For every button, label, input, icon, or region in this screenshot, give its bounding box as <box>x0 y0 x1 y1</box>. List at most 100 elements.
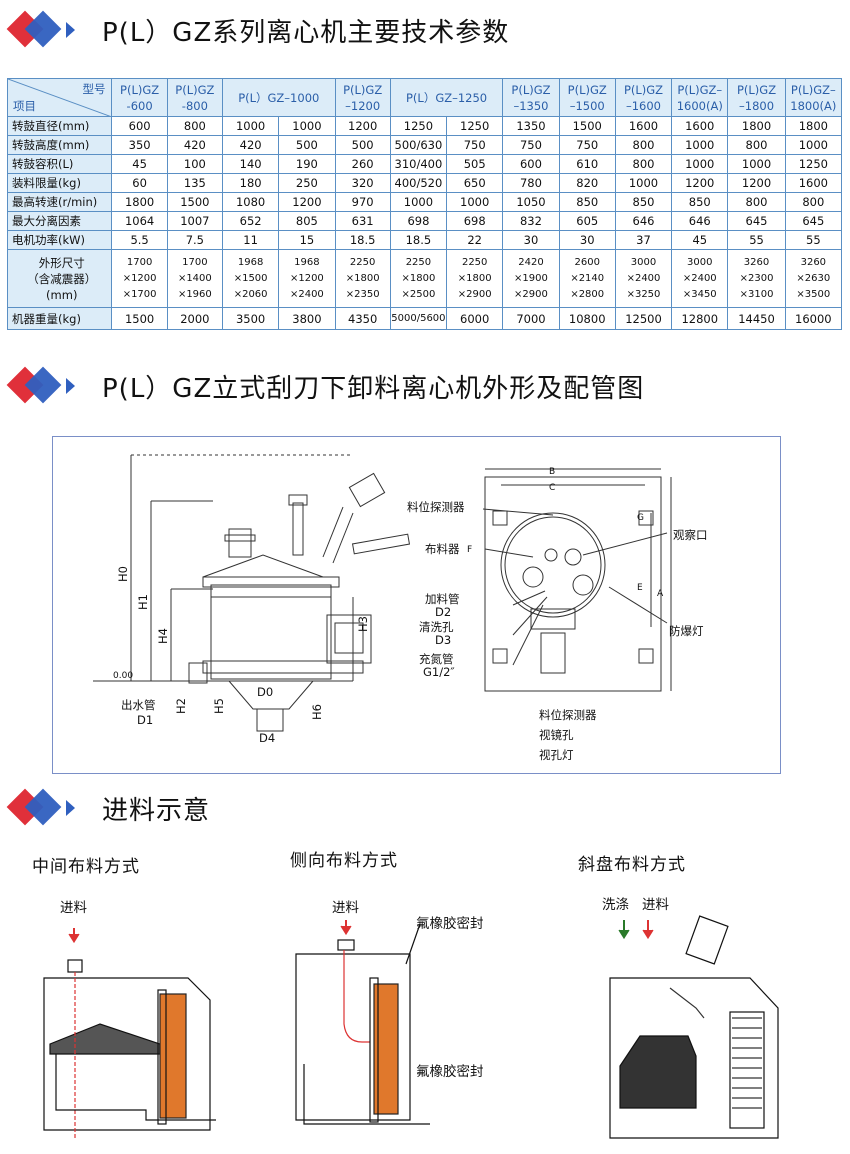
row-label: 转鼓直径(mm) <box>6 116 113 136</box>
table-cell: 250 <box>278 173 336 193</box>
table-cell: 1968 ×1200 ×2400 <box>278 249 336 308</box>
model-header: P(L)GZ –1600 <box>614 78 673 117</box>
table-cell: 320 <box>334 173 391 193</box>
table-cell: 650 <box>446 173 504 193</box>
explosion-lamp-label: 防爆灯 <box>669 624 704 638</box>
table-cell: 1000 <box>784 135 843 155</box>
table-cell: 45 <box>671 230 729 250</box>
section-header-specs: P(L）GZ系列离心机主要技术参数 <box>6 10 509 50</box>
table-cell: 1007 <box>166 211 223 231</box>
table-cell: 1600 <box>784 173 843 193</box>
d3-label: D3 <box>435 633 452 647</box>
section-title: 进料示意 <box>102 795 211 826</box>
bottom-label: 视镜孔 <box>539 728 574 742</box>
section-title: P(L）GZ系列离心机主要技术参数 <box>102 17 510 48</box>
dim-label: H5 <box>211 698 226 714</box>
section-title: P(L）GZ立式刮刀下卸料离心机外形及配管图 <box>102 373 645 404</box>
bottom-label: 料位探测器 <box>539 708 597 722</box>
row-label: 转鼓容积(L) <box>6 154 113 174</box>
table-cell: 1200 <box>727 173 786 193</box>
table-cell: 1600 <box>671 116 729 136</box>
feed-method-incline-title: 斜盘布料方式 <box>578 855 686 875</box>
table-cell: 750 <box>502 135 560 155</box>
table-cell: 500 <box>334 135 391 155</box>
table-cell: 2000 <box>166 307 223 330</box>
table-cell: 5.5 <box>111 230 168 250</box>
table-cell: 16000 <box>784 307 843 330</box>
g12-label: G1/2″ <box>423 665 455 679</box>
table-cell: 10800 <box>558 307 616 330</box>
seal-bottom-label: 氟橡胶密封 <box>416 1064 484 1080</box>
model-header: P(L）GZ–1000 <box>221 78 336 117</box>
table-cell: 30 <box>558 230 616 250</box>
table-cell: 631 <box>334 211 391 231</box>
row-label: 装料限量(kg) <box>6 173 113 193</box>
table-cell: 3000 ×2400 ×3450 <box>671 249 729 308</box>
model-header: P(L）GZ–1250 <box>389 78 504 117</box>
elevation-label: 0.00 <box>113 671 134 681</box>
table-cell: 652 <box>221 211 280 231</box>
table-cell: 750 <box>446 135 504 155</box>
table-cell: 800 <box>166 116 223 136</box>
row-label: 外形尺寸 （含减震器） (mm) <box>6 249 113 308</box>
table-cell: 1000 <box>278 116 336 136</box>
table-cell: 5000/5600 <box>389 307 448 330</box>
table-cell: 3260 ×2630 ×3500 <box>784 249 843 308</box>
table-cell: 750 <box>558 135 616 155</box>
table-cell: 1250 <box>389 116 448 136</box>
table-cell: 1600 <box>614 116 673 136</box>
table-cell: 2600 ×2140 ×2800 <box>558 249 616 308</box>
feed-diagram-side <box>295 920 430 1125</box>
table-cell: 135 <box>166 173 223 193</box>
table-cell: 2420 ×1900 ×2900 <box>502 249 560 308</box>
outlet-d-label: D1 <box>137 713 154 727</box>
table-cell: 1350 <box>502 116 560 136</box>
table-cell: 1200 <box>671 173 729 193</box>
table-header-row: 型号 项目 P(L)GZ -600 P(L)GZ -800 P(L）GZ–100… <box>6 78 843 117</box>
table-cell: 190 <box>278 154 336 174</box>
distributor-label: 布料器 <box>425 542 460 556</box>
table-cell: 1700 ×1200 ×1700 <box>111 249 168 308</box>
table-cell: 1050 <box>502 192 560 212</box>
row-label: 机器重量(kg) <box>6 307 113 330</box>
table-cell: 1200 <box>278 192 336 212</box>
dim-label: H1 <box>135 594 150 610</box>
table-cell: 1000 <box>446 192 504 212</box>
model-header: P(L)GZ –1800 <box>727 78 786 117</box>
table-cell: 1800 <box>727 116 786 136</box>
table-cell: 1800 <box>111 192 168 212</box>
table-cell: 7.5 <box>166 230 223 250</box>
table-cell: 646 <box>614 211 673 231</box>
table-cell: 2250 ×1800 ×2350 <box>334 249 391 308</box>
table-cell: 1000 <box>671 135 729 155</box>
table-cell: 55 <box>784 230 843 250</box>
table-cell: 260 <box>334 154 391 174</box>
model-header: P(L)GZ– 1800(A) <box>784 78 843 117</box>
feed-method-side-title: 侧向布料方式 <box>290 851 398 871</box>
table-cell: 11 <box>221 230 280 250</box>
dim-label: G <box>637 513 644 523</box>
table-cell: 1500 <box>111 307 168 330</box>
table-cell: 850 <box>614 192 673 212</box>
feed-diagram-center <box>43 928 216 1140</box>
table-cell: 6000 <box>446 307 504 330</box>
table-cell: 350 <box>111 135 168 155</box>
table-cell: 850 <box>558 192 616 212</box>
table-cell: 850 <box>671 192 729 212</box>
table-cell: 12800 <box>671 307 729 330</box>
dim-label: A <box>657 589 664 599</box>
row-label: 转鼓高度(mm) <box>6 135 113 155</box>
table-cell: 1000 <box>727 154 786 174</box>
table-cell: 420 <box>221 135 280 155</box>
table-cell: 800 <box>614 154 673 174</box>
table-cell: 37 <box>614 230 673 250</box>
row-label: 电机功率(kW) <box>6 230 113 250</box>
table-corner: 型号 项目 <box>6 78 113 117</box>
table-cell: 18.5 <box>334 230 391 250</box>
dim-label: D4 <box>259 731 276 745</box>
table-cell: 646 <box>671 211 729 231</box>
